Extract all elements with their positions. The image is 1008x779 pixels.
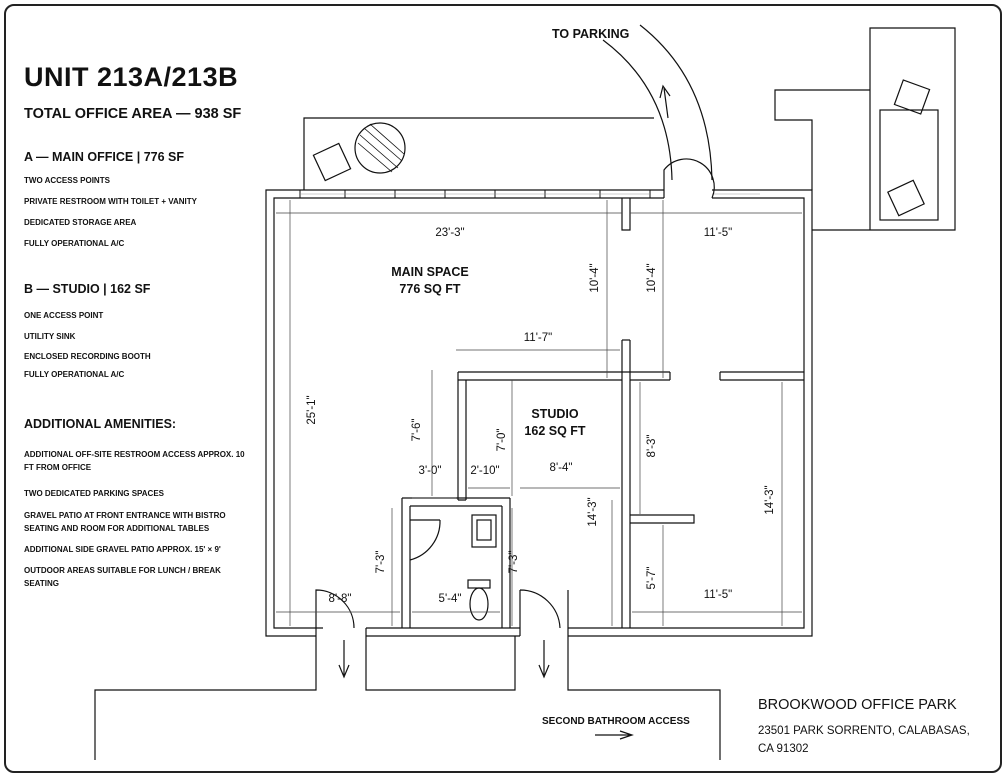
- chair-icon: [893, 79, 931, 115]
- bath-fixtures: [467, 514, 497, 621]
- dim-label: 7'-6": [411, 419, 423, 442]
- dim-label: 3'-0": [419, 465, 442, 477]
- section-b-item: ONE ACCESS POINT: [24, 311, 104, 320]
- dim-label: 7'-3": [375, 551, 387, 574]
- amenity-item: ADDITIONAL SIDE GRAVEL PATIO APPROX. 15'…: [24, 545, 221, 554]
- amenities-heading: ADDITIONAL AMENITIES:: [24, 417, 177, 431]
- section-a-item: DEDICATED STORAGE AREA: [24, 218, 137, 227]
- table-icon: [879, 109, 939, 221]
- total-area: TOTAL OFFICE AREA — 938 SF: [24, 106, 242, 122]
- main-space-label: MAIN SPACE: [391, 265, 469, 279]
- arrow: [338, 84, 671, 740]
- section-a-item: PRIVATE RESTROOM WITH TOILET + VANITY: [24, 197, 197, 206]
- dim-label: 11'-7": [524, 332, 552, 344]
- main-space-area: 776 SQ FT: [399, 282, 460, 296]
- amenity-item: TWO DEDICATED PARKING SPACES: [24, 489, 165, 498]
- dim-label: 2'-10": [470, 465, 499, 477]
- dimension-labels: 23'-3" 11'-5" 10'-4" 10'-4" 11'-7" 25'-1…: [306, 227, 776, 605]
- brookwood-address: 23501 PARK SORRENTO, CALABASAS, CA 91302: [758, 725, 970, 755]
- dimension-lines: [276, 200, 802, 626]
- unit-title: UNIT 213A/213B: [24, 62, 239, 92]
- dim-label: 8'-4": [550, 462, 573, 474]
- window-marks: [299, 190, 760, 198]
- dim-label: 11'-5": [704, 589, 732, 601]
- section-b-item: UTILITY SINK: [24, 332, 76, 341]
- dim-label: 5'-7": [646, 567, 658, 590]
- amenity-item: GRAVEL PATIO AT FRONT ENTRANCE WITH BIST…: [24, 511, 226, 533]
- dim-label: 10'-4": [589, 263, 601, 292]
- parking-path: [602, 39, 673, 181]
- dim-label: 8'-3": [646, 435, 658, 458]
- chair-icon: [887, 179, 925, 217]
- section-a-heading: A — MAIN OFFICE | 776 SF: [24, 150, 184, 164]
- second-bathroom-label: SECOND BATHROOM ACCESS: [542, 716, 690, 727]
- parking-path: [639, 24, 713, 181]
- dim-label: 23'-3": [435, 227, 464, 239]
- dim-label: 7'-0": [496, 429, 508, 452]
- chair-icon: [312, 142, 352, 182]
- walkway-outline: [94, 636, 721, 760]
- patio-outline: [303, 27, 956, 231]
- dim-label: 7'-3": [508, 551, 520, 574]
- section-b-item: FULLY OPERATIONAL A/C: [24, 370, 125, 379]
- studio-label: STUDIO: [531, 407, 579, 421]
- section-a-item: FULLY OPERATIONAL A/C: [24, 239, 125, 248]
- exterior-wall: [265, 189, 813, 637]
- section-b-item: ENCLOSED RECORDING BOOTH: [24, 352, 151, 361]
- table-icon: [354, 122, 406, 174]
- dim-label: 14'-3": [587, 497, 599, 526]
- studio-area: 162 SQ FT: [524, 424, 585, 438]
- door-swings: [315, 158, 715, 629]
- section-a-item: TWO ACCESS POINTS: [24, 176, 110, 185]
- dim-label: 5'-4": [439, 593, 462, 605]
- dim-label: 14'-3": [764, 485, 776, 514]
- amenity-item: OUTDOOR AREAS SUITABLE FOR LUNCH / BREAK…: [24, 566, 221, 588]
- brookwood-name: BROOKWOOD OFFICE PARK: [758, 697, 957, 713]
- section-b-heading: B — STUDIO | 162 SF: [24, 282, 151, 296]
- interior-wall: [401, 198, 804, 628]
- page-frame: [4, 4, 1002, 773]
- to-parking-label: TO PARKING: [552, 27, 629, 41]
- dim-label: 25'-1": [306, 395, 318, 424]
- dim-label: 8'-8": [329, 593, 352, 605]
- dim-label: 11'-5": [704, 227, 732, 239]
- dim-label: 10'-4": [646, 263, 658, 292]
- amenity-item: ADDITIONAL OFF-SITE RESTROOM ACCESS APPR…: [24, 450, 245, 472]
